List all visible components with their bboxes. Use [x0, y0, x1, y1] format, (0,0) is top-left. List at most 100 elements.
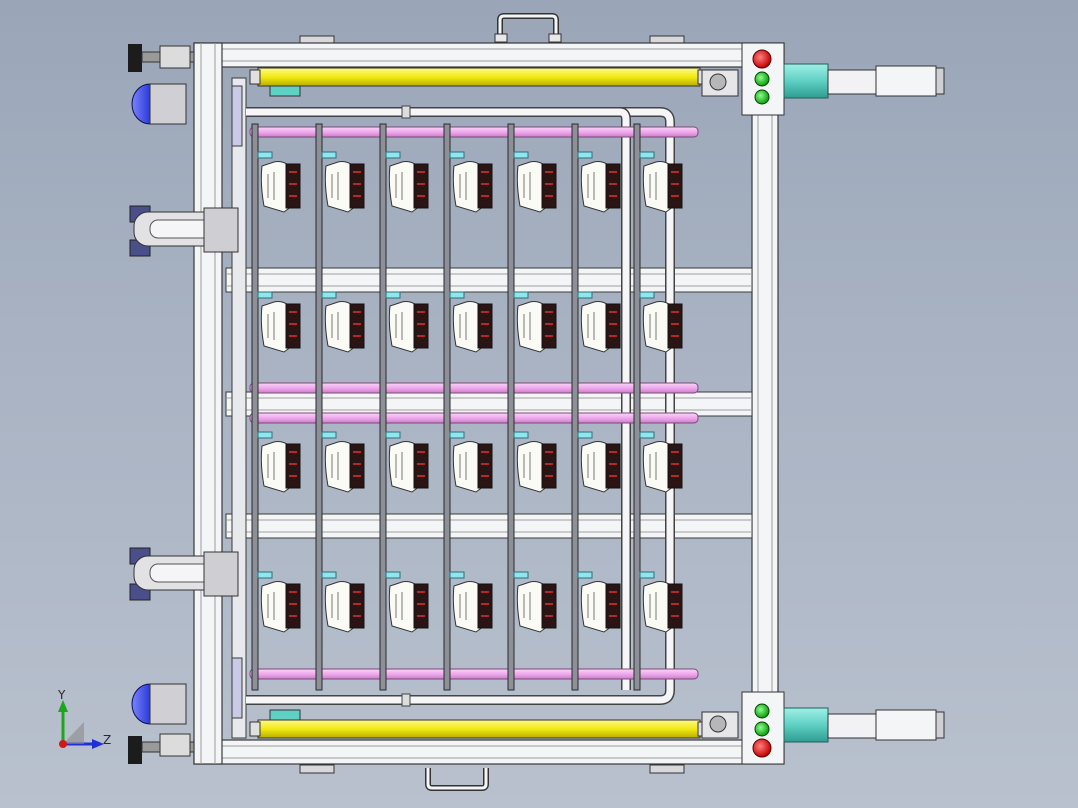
caster-top-left[interactable]: [128, 44, 195, 125]
fixture-marking: [417, 171, 425, 197]
fixture-block: [285, 443, 301, 489]
clamp-detail: [459, 452, 467, 480]
fixture-block: [285, 163, 301, 209]
vertical-slat: [251, 123, 259, 691]
clamp-detail: [523, 172, 531, 200]
fixture-block: [605, 163, 621, 209]
fixture-cell: [639, 431, 683, 493]
fixture-block: [285, 583, 301, 629]
clamp-detail: [331, 312, 339, 340]
inner-left-channel: [231, 77, 247, 739]
cyan-tab: [639, 291, 655, 299]
indicator-lamp-icon: [754, 721, 770, 737]
fixture-cell: [513, 571, 557, 633]
fixture-marking: [289, 311, 297, 337]
clamp-detail: [587, 592, 595, 620]
fixture-cell: [513, 151, 557, 213]
fixture-cell: [449, 151, 493, 213]
clamp-detail: [267, 172, 275, 200]
clamp-detail: [267, 452, 275, 480]
clamp-detail: [649, 312, 657, 340]
fixture-cell: [257, 571, 301, 633]
cyan-tab: [385, 571, 401, 579]
cyan-tab: [385, 151, 401, 159]
fixture-cell: [449, 431, 493, 493]
clamp-detail: [267, 312, 275, 340]
clamp-detail: [587, 452, 595, 480]
fixture-marking: [609, 311, 617, 337]
vertical-slats: [251, 123, 641, 691]
frame-clamps: [299, 35, 685, 774]
fixture-block: [477, 583, 493, 629]
clamp-detail: [331, 592, 339, 620]
clamp-detail: [331, 172, 339, 200]
fixture-marking: [417, 311, 425, 337]
vertical-slat: [443, 123, 451, 691]
stop-button-icon[interactable]: [752, 738, 772, 758]
fixture-cell: [577, 291, 621, 353]
caster-middle-lower[interactable]: [129, 547, 239, 601]
fixture-marking: [417, 591, 425, 617]
indicator-lamp-icon: [754, 89, 770, 105]
cyan-tab: [257, 151, 273, 159]
cyan-tab: [321, 571, 337, 579]
clamp-detail: [395, 592, 403, 620]
fixture-marking: [289, 171, 297, 197]
clamp-detail: [395, 172, 403, 200]
clamp-detail: [649, 452, 657, 480]
fixture-cell: [639, 151, 683, 213]
clamp-detail: [267, 592, 275, 620]
drive-gear-top: [701, 69, 739, 97]
indicator-lamp-icon: [754, 703, 770, 719]
fixture-cell: [321, 151, 365, 213]
clamp-detail: [587, 172, 595, 200]
fixture-block: [413, 163, 429, 209]
fixture-cell: [257, 291, 301, 353]
vertical-slat: [315, 123, 323, 691]
cyan-tab: [577, 291, 593, 299]
fixture-block: [667, 583, 683, 629]
fixture-marking: [353, 311, 361, 337]
fixture-marking: [481, 451, 489, 477]
fixture-marking: [289, 451, 297, 477]
outer-frame: [193, 42, 785, 765]
fixture-block: [349, 303, 365, 349]
cyan-tab: [257, 291, 273, 299]
cyan-tab: [257, 431, 273, 439]
clamp-detail: [395, 452, 403, 480]
cross-rails: [225, 267, 753, 539]
cyan-tab: [449, 431, 465, 439]
fixture-cell: [321, 431, 365, 493]
fixture-marking: [545, 311, 553, 337]
fixture-block: [477, 163, 493, 209]
clamp-detail: [587, 312, 595, 340]
fixture-cell: [449, 571, 493, 633]
fixture-marking: [417, 451, 425, 477]
clamp-detail: [649, 592, 657, 620]
cyan-tab: [385, 431, 401, 439]
fixture-cell: [385, 571, 429, 633]
fixture-marking: [671, 591, 679, 617]
cyan-tab: [513, 151, 529, 159]
caster-middle-upper[interactable]: [129, 205, 239, 257]
fixture-block: [349, 443, 365, 489]
cart-assembly[interactable]: [128, 13, 945, 791]
top-handle[interactable]: [494, 13, 562, 43]
fixture-block: [413, 443, 429, 489]
bottom-handle[interactable]: [425, 768, 489, 791]
fixture-cell: [577, 151, 621, 213]
clamp-detail: [459, 592, 467, 620]
fixture-block: [541, 583, 557, 629]
fixture-cell: [577, 431, 621, 493]
cyan-tab: [385, 291, 401, 299]
stop-button-icon[interactable]: [752, 49, 772, 69]
fixture-cell: [257, 431, 301, 493]
fixture-block: [541, 163, 557, 209]
caster-bottom-left[interactable]: [128, 683, 195, 764]
fixture-marking: [671, 311, 679, 337]
fixture-marking: [353, 451, 361, 477]
clamp-detail: [459, 172, 467, 200]
fixture-cell: [385, 431, 429, 493]
control-box-bottom: [741, 691, 785, 765]
